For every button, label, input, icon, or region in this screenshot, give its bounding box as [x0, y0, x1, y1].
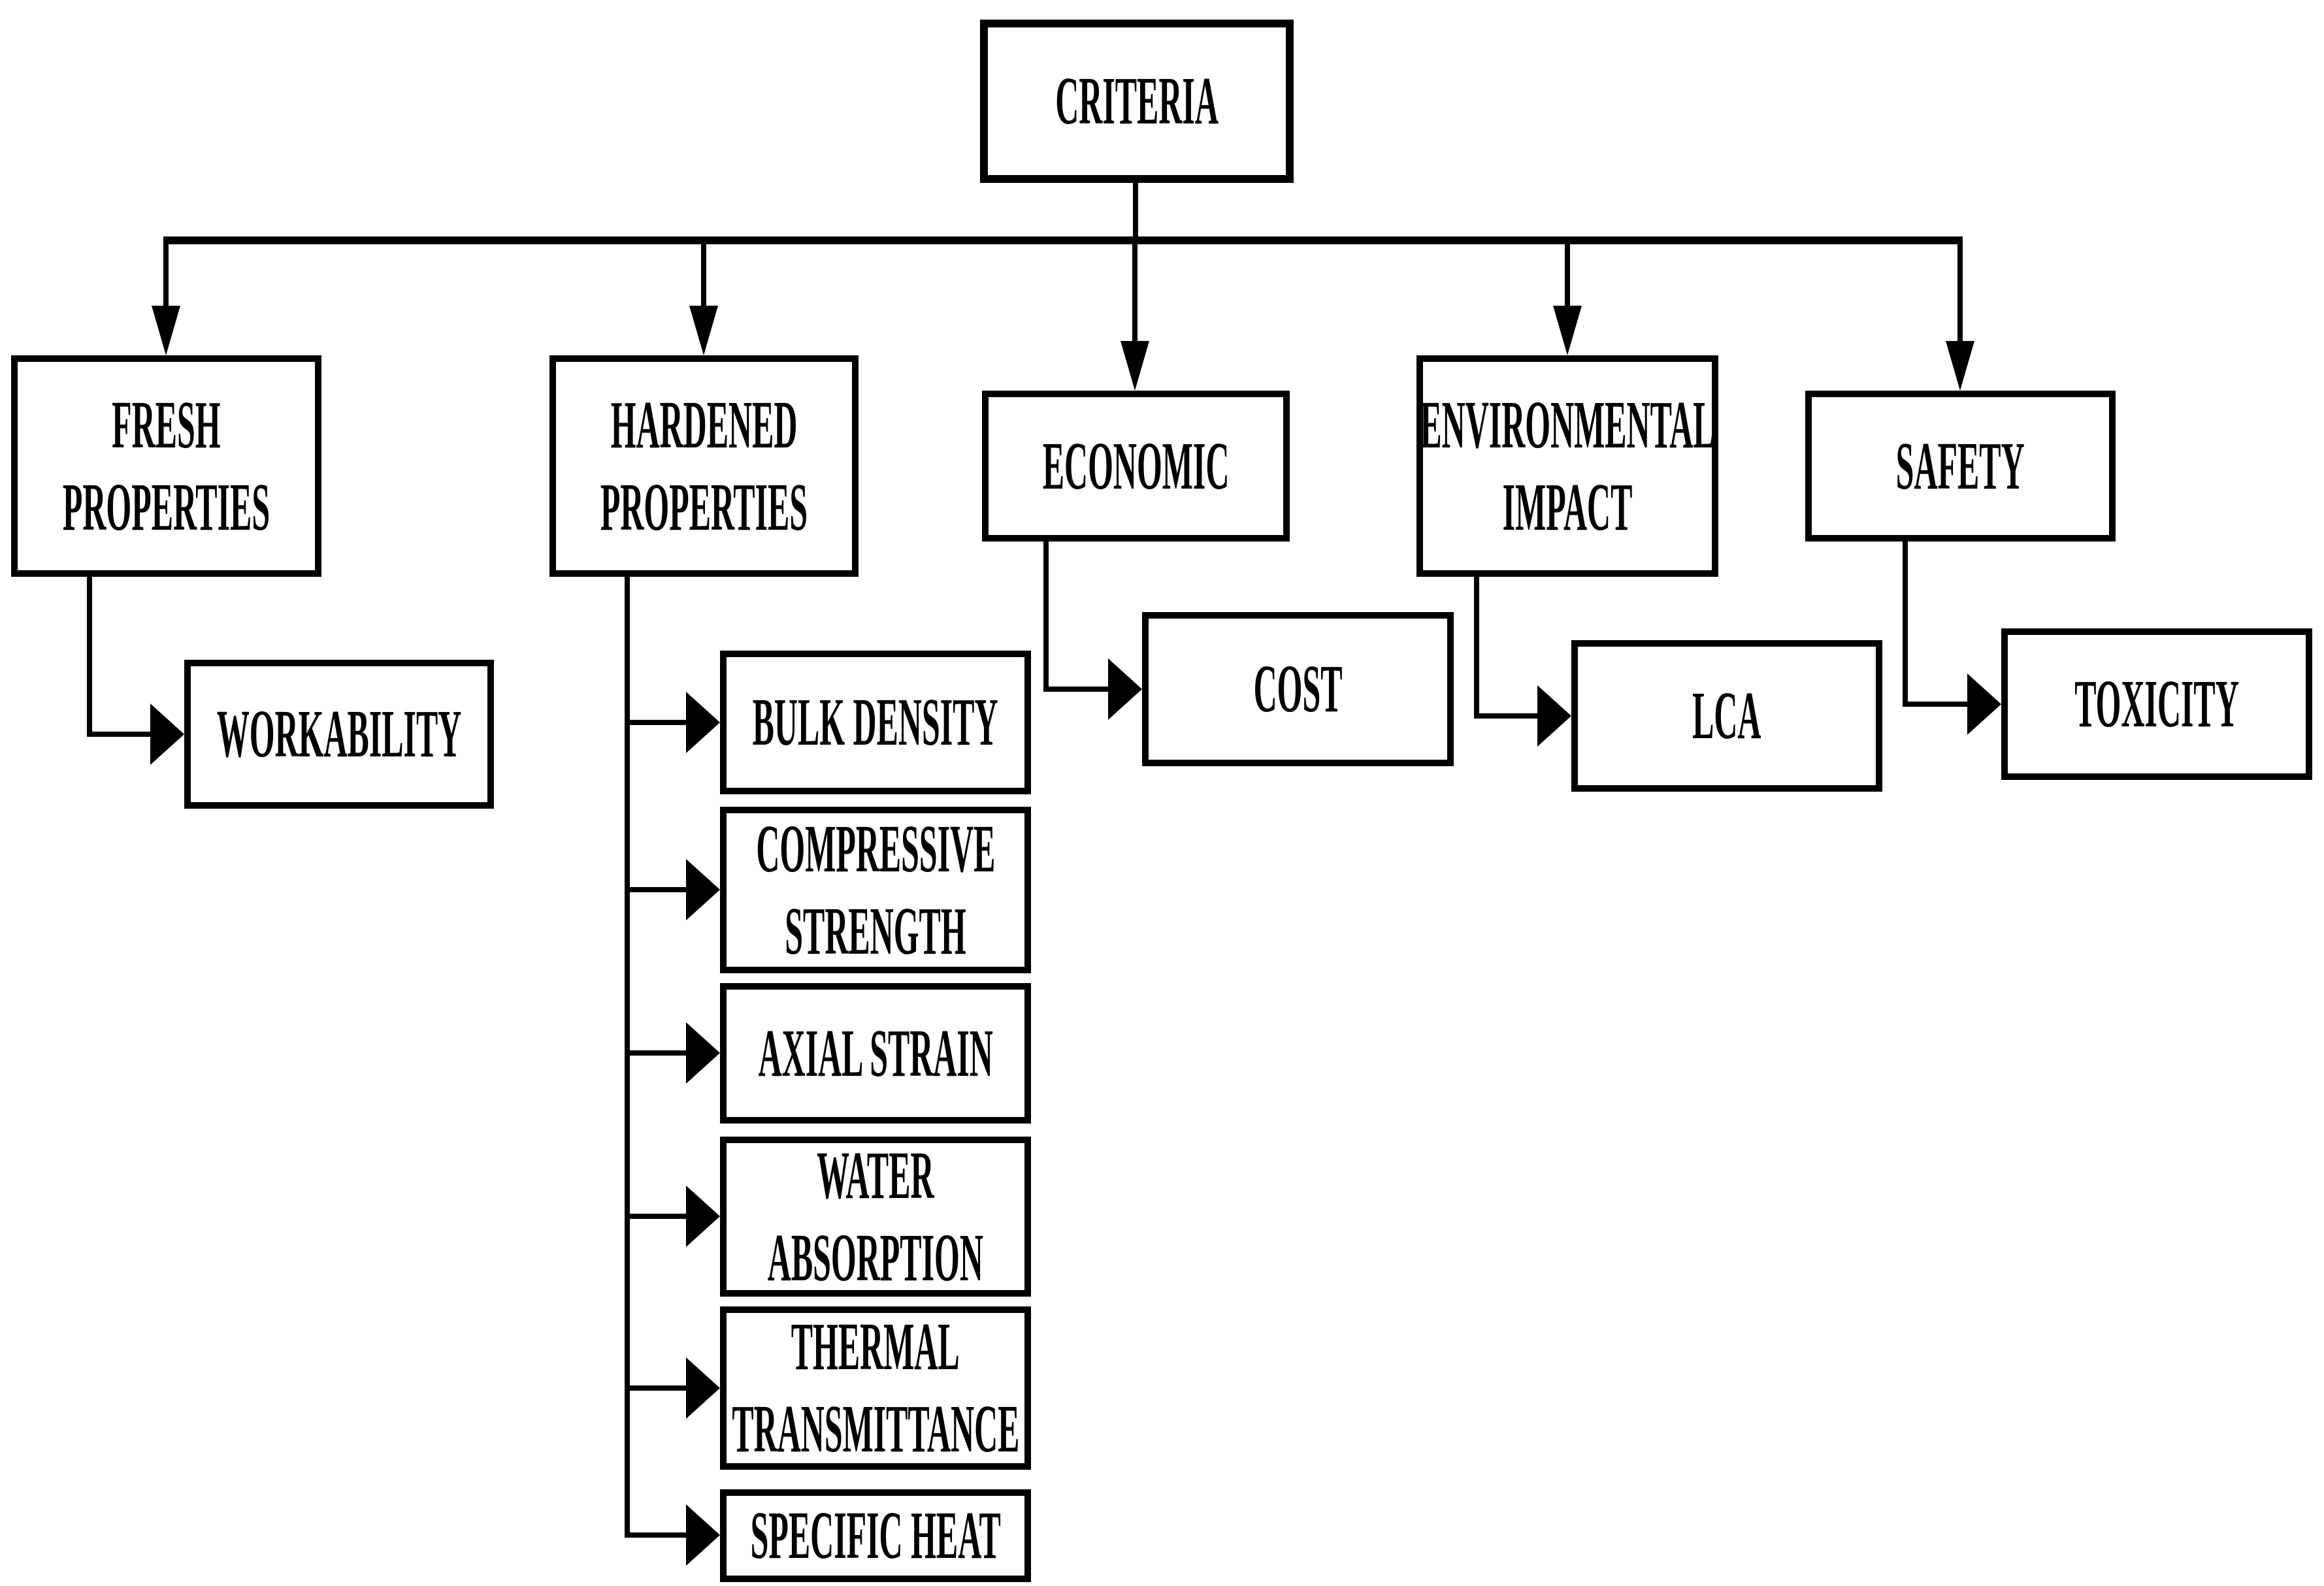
node-lca: LCA	[1571, 640, 1882, 792]
arrowhead-right-compressive-icon	[686, 859, 720, 920]
node-cost-label: COST	[1253, 651, 1343, 726]
connector-drop-economic	[1132, 244, 1137, 342]
node-thermal-transmittance: THERMAL TRANSMITTANCE	[720, 1306, 1031, 1470]
arrowhead-right-bulk-density-icon	[686, 692, 720, 753]
arrowhead-right-workability-icon	[150, 704, 184, 765]
node-environmental-impact: ENVIRONMENTAL IMPACT	[1416, 355, 1718, 577]
connector-branch-thermal	[625, 1385, 686, 1391]
node-thermal-transmittance-line2: TRANSMITTANCE	[731, 1391, 1020, 1466]
node-hardened-properties: HARDENED PROPERTIES	[549, 355, 859, 577]
node-safety: SAFETY	[1805, 391, 2116, 542]
arrowhead-down-safety-icon	[1946, 341, 1974, 391]
connector-fresh-elbow-vertical	[87, 577, 92, 737]
node-toxicity: TOXICITY	[2001, 628, 2312, 780]
connector-branch-axial-strain	[625, 1050, 686, 1056]
connector-economic-elbow-vertical	[1043, 542, 1049, 692]
node-environmental-impact-line2: IMPACT	[1502, 469, 1633, 545]
connector-branch-line	[163, 236, 1963, 244]
node-bulk-density: BULK DENSITY	[720, 651, 1031, 794]
node-axial-strain-label: AXIAL STRAIN	[758, 1015, 993, 1091]
arrowhead-down-fresh-icon	[152, 306, 180, 355]
node-fresh-properties-line2: PROPERTIES	[62, 469, 270, 545]
node-compressive-strength-line2: STRENGTH	[785, 893, 966, 969]
arrowhead-right-specific-heat-icon	[686, 1504, 720, 1566]
connector-drop-fresh	[163, 244, 169, 307]
node-compressive-strength-line1: COMPRESSIVE	[755, 811, 996, 886]
arrowhead-right-axial-strain-icon	[686, 1022, 720, 1084]
node-lca-label: LCA	[1692, 678, 1761, 753]
connector-safety-elbow-vertical	[1903, 542, 1908, 707]
node-water-absorption: WATER ABSORPTION	[720, 1137, 1031, 1297]
connector-branch-specific-heat	[625, 1532, 686, 1538]
connector-drop-environmental	[1565, 244, 1570, 307]
node-cost: COST	[1142, 612, 1454, 766]
node-criteria: CRITERIA	[980, 20, 1294, 183]
connector-environmental-elbow-horizontal	[1474, 713, 1537, 719]
connector-safety-elbow-horizontal	[1903, 702, 1967, 707]
arrowhead-right-lca-icon	[1537, 685, 1571, 747]
connector-hardened-spine	[625, 577, 630, 1538]
connector-drop-hardened	[701, 244, 706, 307]
connector-criteria-stem	[1133, 182, 1138, 239]
node-workability-label: WORKABILITY	[216, 696, 462, 771]
connector-environmental-elbow-vertical	[1474, 577, 1479, 719]
node-hardened-properties-line2: PROPERTIES	[600, 469, 808, 545]
node-fresh-properties-line1: FRESH	[112, 387, 221, 462]
connector-branch-water-absorption	[625, 1214, 686, 1219]
connector-fresh-elbow-horizontal	[87, 732, 150, 737]
node-environmental-impact-line1: ENVIRONMENTAL	[1420, 387, 1715, 462]
connector-branch-compressive	[625, 887, 686, 892]
node-axial-strain: AXIAL STRAIN	[720, 983, 1031, 1124]
node-workability: WORKABILITY	[184, 660, 494, 809]
arrowhead-right-toxicity-icon	[1967, 673, 2001, 735]
connector-branch-bulk-density	[625, 720, 686, 725]
node-toxicity-label: TOXICITY	[2074, 666, 2239, 741]
node-water-absorption-line1: WATER	[817, 1137, 934, 1213]
arrowhead-down-environmental-icon	[1553, 306, 1582, 355]
node-specific-heat: SPECIFIC HEAT	[720, 1489, 1031, 1582]
node-fresh-properties: FRESH PROPERTIES	[11, 355, 321, 577]
node-compressive-strength: COMPRESSIVE STRENGTH	[720, 807, 1031, 973]
node-specific-heat-label: SPECIFIC HEAT	[750, 1498, 1001, 1573]
node-economic: ECONOMIC	[982, 391, 1290, 542]
node-criteria-label: CRITERIA	[1055, 63, 1219, 138]
arrowhead-right-water-absorption-icon	[686, 1186, 720, 1247]
connector-economic-elbow-horizontal	[1043, 687, 1108, 692]
arrowhead-down-hardened-icon	[689, 306, 718, 355]
connector-drop-safety	[1957, 244, 1963, 342]
node-economic-label: ECONOMIC	[1042, 428, 1230, 504]
node-bulk-density-label: BULK DENSITY	[753, 685, 998, 760]
node-water-absorption-line2: ABSORPTION	[767, 1220, 984, 1295]
arrowhead-right-cost-icon	[1108, 658, 1142, 720]
arrowhead-down-economic-icon	[1121, 341, 1149, 391]
node-safety-label: SAFETY	[1896, 428, 2025, 504]
node-thermal-transmittance-line1: THERMAL	[791, 1309, 960, 1384]
node-hardened-properties-line1: HARDENED	[610, 387, 798, 462]
arrowhead-right-thermal-icon	[686, 1357, 720, 1419]
